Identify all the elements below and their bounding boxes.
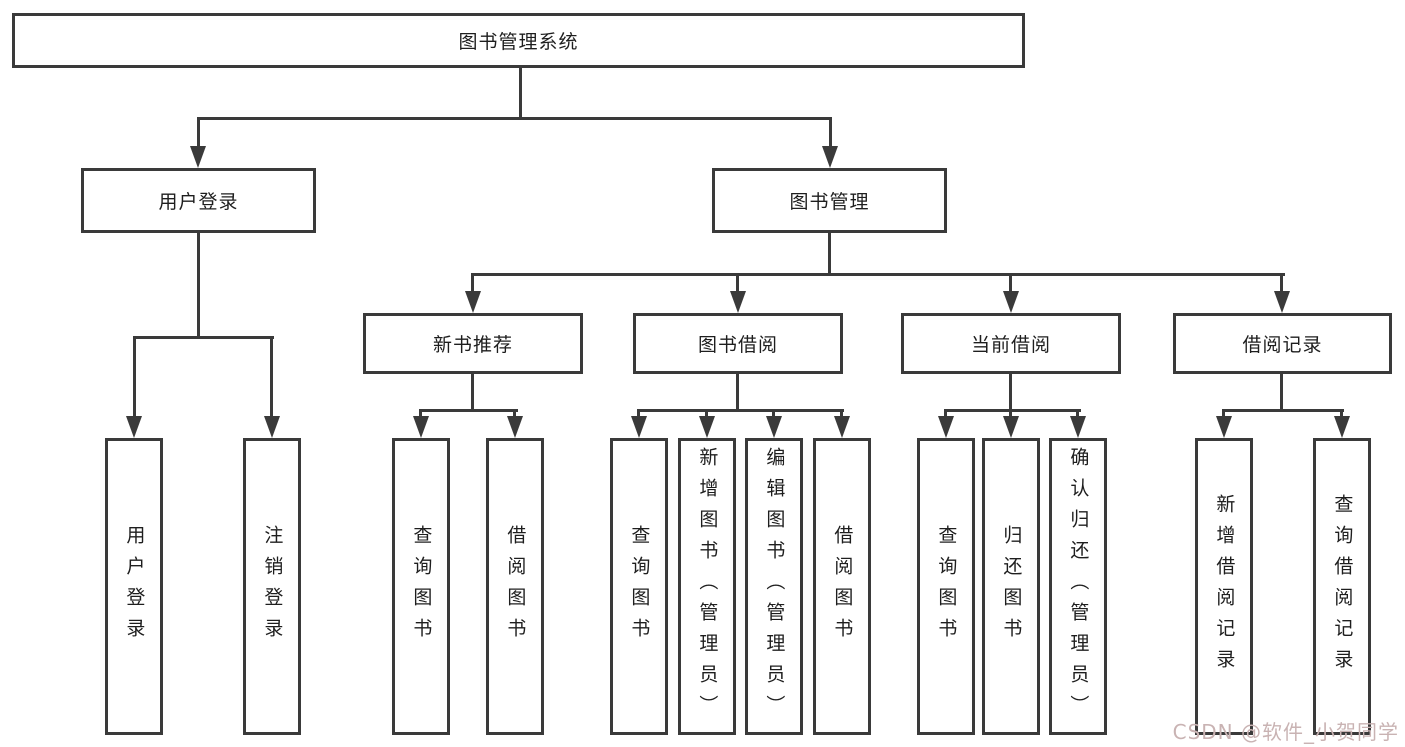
node-label: 查询图书 — [410, 524, 433, 649]
edge-line — [197, 233, 200, 339]
edge-line — [736, 273, 739, 295]
node-user-login: 用户登录 — [105, 438, 163, 735]
edge-line — [1340, 409, 1343, 420]
edge-line — [736, 374, 739, 412]
node-label: 图书借阅 — [697, 334, 778, 356]
arrowhead-icon — [1274, 291, 1290, 313]
node-label: 查询借阅记录 — [1331, 493, 1354, 680]
edge-line — [1222, 409, 1344, 412]
arrowhead-icon — [766, 416, 782, 438]
node-query-borrow-record: 查询借阅记录 — [1313, 438, 1371, 735]
arrowhead-icon — [938, 416, 954, 438]
edge-line — [420, 409, 518, 412]
node-borrow-books-2: 借阅图书 — [813, 438, 871, 735]
node-label: 用户登录 — [158, 191, 239, 213]
node-label: 用户登录 — [123, 524, 146, 649]
watermark: CSDN @软件_小贺同学 — [1172, 720, 1399, 744]
arrowhead-icon — [1003, 291, 1019, 313]
arrowhead-icon — [190, 146, 206, 168]
edge-line — [1076, 409, 1079, 420]
node-borrow-books-1: 借阅图书 — [486, 438, 544, 735]
edge-line — [133, 336, 136, 420]
edge-line — [472, 273, 1285, 276]
node-logout: 注销登录 — [243, 438, 301, 735]
edge-line — [133, 336, 274, 339]
node-label: 新书推荐 — [432, 334, 513, 356]
node-label: 图书管理 — [789, 191, 870, 213]
node-label: 查询图书 — [628, 524, 651, 649]
arrowhead-icon — [631, 416, 647, 438]
edge-line — [1222, 409, 1225, 420]
node-return-books: 归还图书 — [982, 438, 1040, 735]
edge-line — [471, 374, 474, 412]
node-label: 确认归还（管理员） — [1067, 447, 1090, 726]
node-query-books-1: 查询图书 — [392, 438, 450, 735]
edge-line — [270, 336, 273, 420]
edge-line — [519, 68, 522, 120]
edge-line — [197, 117, 200, 149]
node-label: 新增借阅记录 — [1213, 493, 1236, 680]
edge-line — [637, 409, 640, 420]
edge-line — [829, 117, 832, 149]
node-label: 归还图书 — [1000, 524, 1023, 649]
node-label: 借阅记录 — [1242, 334, 1323, 356]
node-user-login-module: 用户登录 — [81, 168, 316, 233]
node-label: 注销登录 — [261, 524, 284, 649]
node-label: 借阅图书 — [831, 524, 854, 649]
node-query-books-2: 查询图书 — [610, 438, 668, 735]
edge-line — [513, 409, 516, 420]
edge-line — [828, 233, 831, 276]
arrowhead-icon — [1070, 416, 1086, 438]
edge-line — [944, 409, 947, 420]
node-book-management: 图书管理 — [712, 168, 947, 233]
node-add-books-admin: 新增图书（管理员） — [678, 438, 736, 735]
node-library-system: 图书管理系统 — [12, 13, 1025, 68]
arrowhead-icon — [1003, 416, 1019, 438]
arrowhead-icon — [822, 146, 838, 168]
edge-line — [1009, 374, 1012, 412]
arrowhead-icon — [730, 291, 746, 313]
node-label: 图书管理系统 — [458, 31, 579, 53]
arrowhead-icon — [699, 416, 715, 438]
node-label: 借阅图书 — [504, 524, 527, 649]
node-query-books-3: 查询图书 — [917, 438, 975, 735]
node-label: 编辑图书（管理员） — [763, 447, 786, 726]
arrowhead-icon — [834, 416, 850, 438]
node-label: 当前借阅 — [970, 334, 1051, 356]
edge-line — [840, 409, 843, 420]
node-confirm-return-admin: 确认归还（管理员） — [1049, 438, 1107, 735]
node-label: 新增图书（管理员） — [696, 447, 719, 726]
node-add-borrow-record: 新增借阅记录 — [1195, 438, 1253, 735]
node-current-borrowing: 当前借阅 — [901, 313, 1121, 374]
node-borrowing-records: 借阅记录 — [1173, 313, 1392, 374]
edge-line — [705, 409, 708, 420]
node-label: 查询图书 — [935, 524, 958, 649]
node-book-borrowing: 图书借阅 — [633, 313, 843, 374]
edge-line — [1009, 409, 1012, 420]
edge-line — [471, 273, 474, 295]
edge-line — [1280, 374, 1283, 412]
edge-line — [944, 409, 1081, 412]
edge-line — [1009, 273, 1012, 295]
edge-line — [638, 409, 844, 412]
node-edit-books-admin: 编辑图书（管理员） — [745, 438, 803, 735]
arrowhead-icon — [1216, 416, 1232, 438]
edge-line — [772, 409, 775, 420]
edge-line — [419, 409, 422, 420]
arrowhead-icon — [126, 416, 142, 438]
edge-line — [1280, 273, 1283, 295]
node-new-book-recommend: 新书推荐 — [363, 313, 583, 374]
edge-line — [197, 117, 832, 120]
arrowhead-icon — [1334, 416, 1350, 438]
arrowhead-icon — [413, 416, 429, 438]
arrowhead-icon — [264, 416, 280, 438]
arrowhead-icon — [507, 416, 523, 438]
arrowhead-icon — [465, 291, 481, 313]
